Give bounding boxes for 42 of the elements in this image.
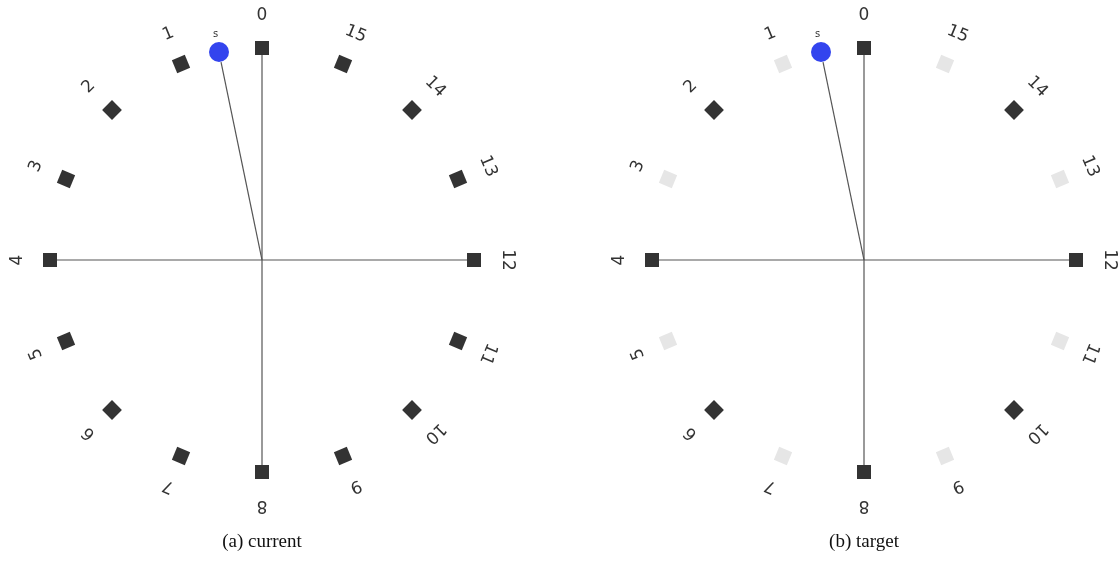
position-number: 9 (949, 477, 967, 498)
position-number: 4 (609, 254, 627, 266)
position-number: 13 (1079, 152, 1104, 180)
position-number: 12 (499, 249, 517, 271)
position-number: 2 (78, 76, 98, 96)
position-number: 9 (347, 477, 365, 498)
position-number: 7 (761, 477, 779, 498)
position-number: 5 (626, 345, 647, 363)
position-number: 10 (1024, 420, 1052, 448)
position-number: 4 (7, 254, 25, 266)
position-number: 10 (422, 420, 450, 448)
panel-caption: (b) target (829, 530, 899, 552)
panel-caption: (a) current (222, 530, 302, 552)
connector-line (822, 61, 865, 261)
position-number: 0 (858, 5, 870, 23)
position-number: 6 (680, 424, 700, 444)
position-number: 3 (24, 157, 45, 175)
position-number: 14 (1024, 72, 1052, 100)
position-number: 15 (342, 20, 370, 45)
position-number: 2 (680, 76, 700, 96)
connector-line (261, 54, 263, 466)
marker-label: s (815, 29, 821, 40)
position-number: 8 (858, 497, 870, 515)
position-number: 1 (159, 22, 177, 43)
position-number: 3 (626, 157, 647, 175)
marker-label: s (213, 29, 219, 40)
position-number: 11 (1079, 340, 1104, 368)
position-number: 6 (78, 424, 98, 444)
connector-line (56, 259, 468, 261)
position-number: 7 (159, 477, 177, 498)
connector-line (658, 259, 1070, 261)
position-number: 5 (24, 345, 45, 363)
position-number: 12 (1101, 249, 1118, 271)
position-number: 0 (256, 5, 268, 23)
position-number: 8 (256, 497, 268, 515)
position-number: 1 (761, 22, 779, 43)
connector-line (220, 61, 263, 261)
connector-line (863, 54, 865, 466)
position-number: 15 (944, 20, 972, 45)
position-number: 13 (477, 152, 502, 180)
position-number: 11 (477, 340, 502, 368)
position-number: 14 (422, 72, 450, 100)
